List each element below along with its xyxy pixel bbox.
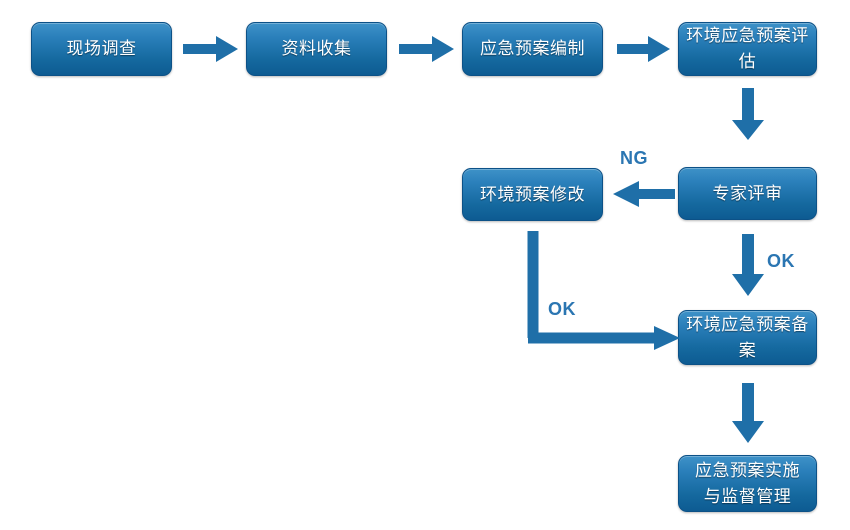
node-site-survey[interactable]: 现场调查 xyxy=(31,22,172,76)
node-expert-review[interactable]: 专家评审 xyxy=(678,167,817,220)
node-label: 应急预案编制 xyxy=(480,39,585,58)
arrow-right-icon-site-survey-to-data-collection xyxy=(183,34,238,64)
node-plan-implementation[interactable]: 应急预案实施 与监督管理 xyxy=(678,455,817,512)
arrow-down-icon-plan-assessment-to-expert-review xyxy=(730,88,766,140)
arrow-right-icon-data-collection-to-plan-preparation xyxy=(399,34,454,64)
arrow-down-icon-plan-filing-to-plan-implementation xyxy=(730,383,766,443)
arrow-down-icon-expert-review-to-plan-filing xyxy=(730,234,766,296)
node-label: 专家评审 xyxy=(712,183,783,203)
edge-label-ok-expert: OK xyxy=(767,251,795,271)
node-label: 环境应急预案评估 xyxy=(686,26,809,71)
node-plan-revision[interactable]: 环境预案修改 xyxy=(462,168,603,221)
node-label: 应急预案实施 与监督管理 xyxy=(695,460,800,506)
edge-label-ok-revision: OK xyxy=(548,299,576,319)
node-plan-preparation[interactable]: 应急预案编制 xyxy=(462,22,603,76)
edge-label-ng: NG xyxy=(620,148,648,168)
node-label: 资料收集 xyxy=(281,39,352,58)
node-label: 环境预案修改 xyxy=(480,184,585,204)
node-label: 环境应急预案备案 xyxy=(686,314,809,360)
arrow-right-icon-plan-preparation-to-plan-assessment xyxy=(617,34,670,64)
arrow-left-icon-expert-review-to-plan-revision xyxy=(613,179,675,209)
node-data-collection[interactable]: 资料收集 xyxy=(246,22,387,76)
elbow-connector-plan-revision-to-plan-filing xyxy=(518,226,683,356)
node-label: 现场调查 xyxy=(66,39,137,58)
node-plan-assessment[interactable]: 环境应急预案评估 xyxy=(678,22,817,76)
node-plan-filing[interactable]: 环境应急预案备案 xyxy=(678,310,817,365)
